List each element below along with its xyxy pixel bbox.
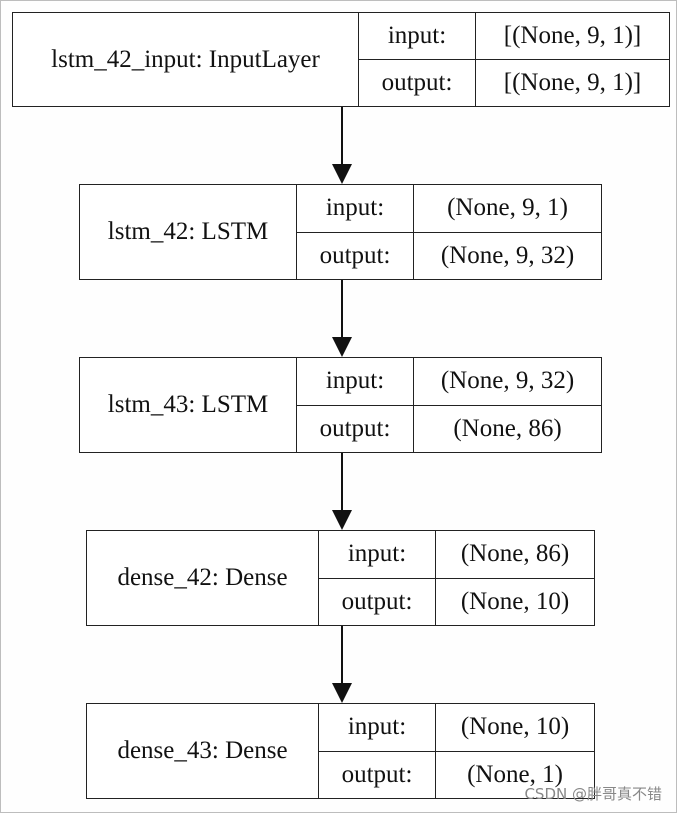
output-shape: (None, 1) <box>467 760 563 788</box>
output-label: output: <box>319 414 391 442</box>
output-shape: (None, 10) <box>460 587 570 615</box>
node-dense-42: dense_42: Dense input: output: (None, 86… <box>86 530 595 626</box>
node-lstm-42: lstm_42: LSTM input: output: (None, 9, 1… <box>79 184 602 280</box>
input-label: input: <box>297 185 413 233</box>
node-lstm-42-input: lstm_42_input: InputLayer input: output:… <box>12 12 670 107</box>
input-shape: (None, 10) <box>436 704 594 752</box>
output-shape: (None, 9, 32) <box>440 241 575 269</box>
output-label: output: <box>381 69 453 96</box>
input-label: input: <box>359 13 475 60</box>
watermark: CSDN @胖哥真不错 <box>524 785 662 803</box>
input-label: input: <box>319 704 435 752</box>
output-shape: (None, 86) <box>453 414 562 442</box>
node-name: lstm_42_input: InputLayer <box>13 13 359 106</box>
node-dense-43: dense_43: Dense input: output: (None, 10… <box>86 703 595 799</box>
output-shape: [(None, 9, 1)] <box>503 69 642 96</box>
arrow-3 <box>332 453 352 530</box>
node-lstm-43: lstm_43: LSTM input: output: (None, 9, 3… <box>79 357 602 453</box>
arrow-4 <box>332 626 352 703</box>
output-label: output: <box>341 587 413 615</box>
node-name: dense_42: Dense <box>87 531 319 625</box>
arrow-2 <box>332 280 352 357</box>
output-label: output: <box>341 760 413 788</box>
node-name: dense_43: Dense <box>87 704 319 798</box>
input-shape: [(None, 9, 1)] <box>476 13 669 60</box>
output-label: output: <box>319 241 391 269</box>
node-name: lstm_43: LSTM <box>80 358 297 452</box>
input-shape: (None, 9, 32) <box>414 358 601 406</box>
node-name: lstm_42: LSTM <box>80 185 297 279</box>
arrow-1 <box>332 107 352 184</box>
input-label: input: <box>319 531 435 579</box>
input-label: input: <box>297 358 413 406</box>
input-shape: (None, 86) <box>436 531 594 579</box>
input-shape: (None, 9, 1) <box>414 185 601 233</box>
